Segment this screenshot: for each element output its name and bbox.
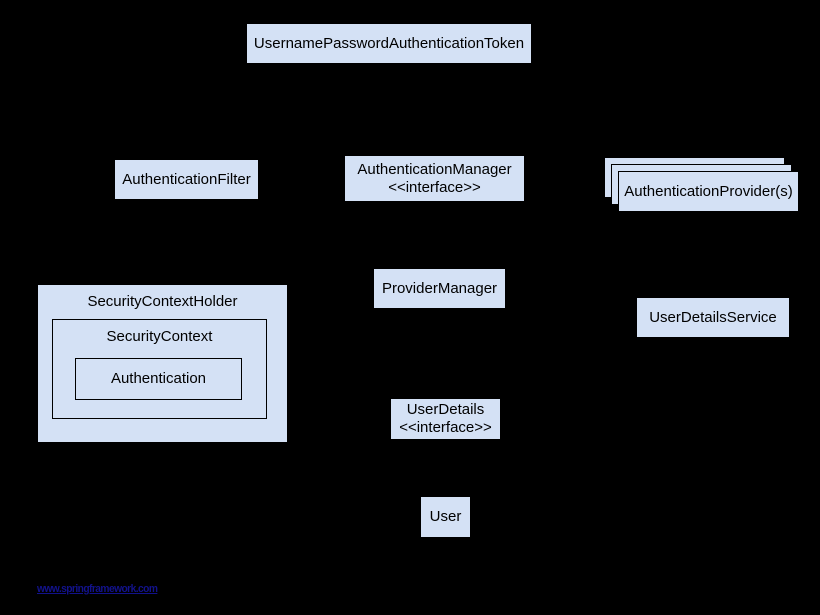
node-authentication-manager[interactable]: AuthenticationManager <<interface>> (344, 155, 525, 202)
footer-source-link[interactable]: www.springframework.com (37, 583, 158, 595)
node-username-password-authentication-token[interactable]: UsernamePasswordAuthenticationToken (246, 23, 532, 64)
node-authentication[interactable]: Authentication (75, 358, 242, 400)
node-authentication-filter[interactable]: AuthenticationFilter (114, 159, 259, 200)
node-authentication-providers[interactable]: AuthenticationProvider(s) (618, 171, 799, 212)
node-user[interactable]: User (420, 496, 471, 538)
node-user-details[interactable]: UserDetails <<interface>> (390, 398, 501, 440)
node-user-details-service[interactable]: UserDetailsService (636, 297, 790, 338)
node-provider-manager[interactable]: ProviderManager (373, 268, 506, 309)
